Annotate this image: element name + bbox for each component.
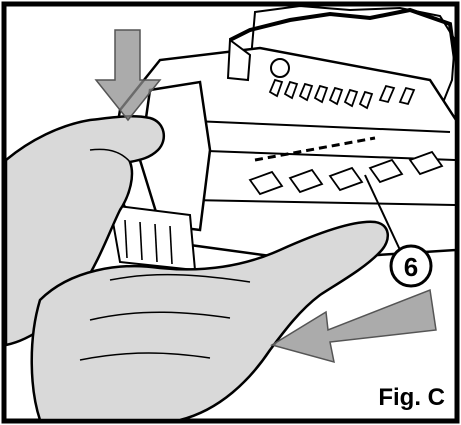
right-hand [30,220,389,422]
battery-terminal-block [108,203,197,272]
battery-vent-ribs [268,78,416,110]
left-thumb-crease [89,148,131,163]
battery-vent-slots [254,136,376,162]
battery-seam-mid [179,149,456,161]
arrow-left-icon [270,288,437,364]
right-finger-1 [109,273,251,283]
release-latch-clip [226,38,252,82]
arrow-down-icon [94,29,162,122]
device-top-edge [229,7,457,61]
callout-leader-line [364,174,401,251]
callout-circle [389,244,433,288]
figure-caption: Fig. C [376,383,447,411]
battery-seam-upper [169,119,451,133]
right-finger-3 [79,352,211,361]
battery-terminal-ridges [124,219,173,265]
release-latch-knob [270,58,290,78]
right-finger-2 [89,311,231,321]
callout-number: 6 [403,251,419,282]
battery-latch-tabs [248,150,444,196]
battery-seam-lower [189,199,456,206]
